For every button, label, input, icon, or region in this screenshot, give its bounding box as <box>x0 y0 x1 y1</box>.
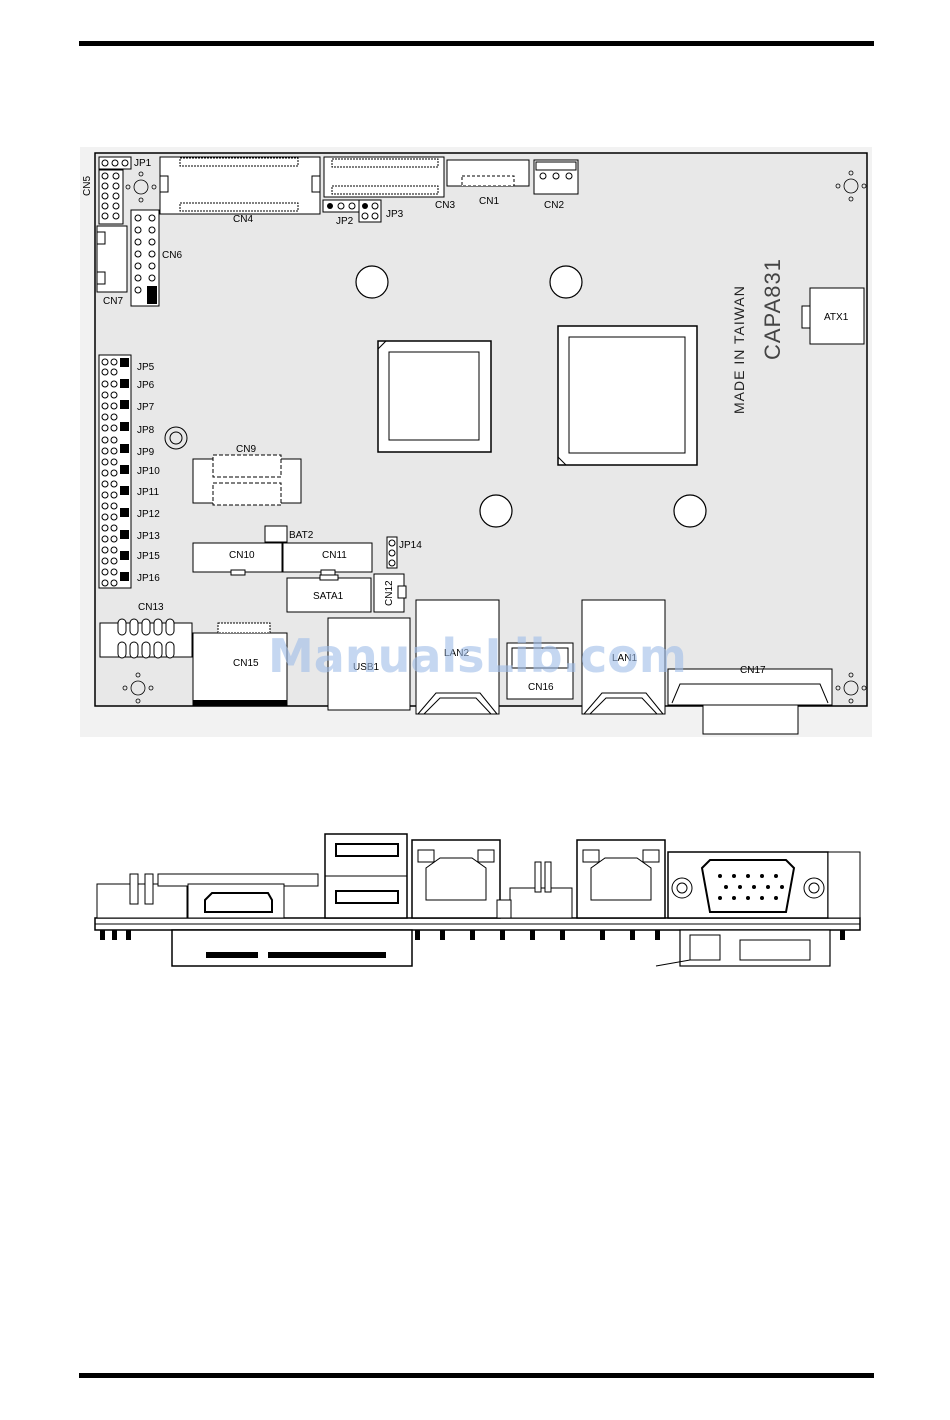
label-cn16: CN16 <box>528 682 554 693</box>
cn13-connector <box>100 619 192 658</box>
jp1-jumper <box>99 157 131 169</box>
label-cn3: CN3 <box>435 200 455 211</box>
made-in-label: MADE IN TAIWAN <box>731 285 747 414</box>
label-cn17: CN17 <box>740 665 766 676</box>
label-jp8: JP8 <box>137 425 155 436</box>
label-cn11: CN11 <box>322 550 347 561</box>
cn7-connector <box>97 226 127 292</box>
label-cn7: CN7 <box>103 296 123 307</box>
label-bat2: BAT2 <box>289 530 314 541</box>
label-jp14: JP14 <box>399 540 422 551</box>
label-jp7: JP7 <box>137 402 155 413</box>
label-cn13: CN13 <box>138 602 164 613</box>
watermark: ManualsLib.com <box>268 629 687 683</box>
cn6-connector <box>131 210 159 306</box>
cn3-connector <box>324 157 444 197</box>
label-jp11: JP11 <box>137 487 159 498</box>
jp14-jumper <box>387 537 397 568</box>
label-jp3: JP3 <box>386 209 404 220</box>
cn2-connector <box>534 160 578 194</box>
label-atx1: ATX1 <box>824 312 849 323</box>
jumper-column <box>99 355 131 588</box>
label-jp9: JP9 <box>137 447 155 458</box>
label-jp12: JP12 <box>137 509 160 520</box>
cn5-connector <box>99 170 123 224</box>
cn1-connector <box>447 160 529 186</box>
label-jp13: JP13 <box>137 531 160 542</box>
jp2-jumper <box>323 200 359 212</box>
cn4-connector <box>160 157 320 214</box>
label-jp2: JP2 <box>336 216 354 227</box>
label-jp16: JP16 <box>137 573 160 584</box>
label-cn4: CN4 <box>233 214 253 225</box>
board-model-label: CAPA831 <box>760 258 785 360</box>
label-jp10: JP10 <box>137 466 160 477</box>
label-cn12: CN12 <box>384 580 395 606</box>
label-sata1: SATA1 <box>313 591 344 602</box>
label-jp1: JP1 <box>134 158 152 169</box>
board-side-view <box>95 834 860 966</box>
label-cn9: CN9 <box>236 444 256 455</box>
label-cn5: CN5 <box>82 176 93 196</box>
bat2-connector <box>265 526 287 542</box>
label-jp6: JP6 <box>137 380 155 391</box>
chipset <box>378 341 491 452</box>
cn9-connector <box>193 455 301 505</box>
label-cn15: CN15 <box>233 658 259 669</box>
label-jp5: JP5 <box>137 362 155 373</box>
label-cn2: CN2 <box>544 200 564 211</box>
label-cn6: CN6 <box>162 250 182 261</box>
label-jp15: JP15 <box>137 551 160 562</box>
label-cn10: CN10 <box>229 550 255 561</box>
cpu <box>558 326 697 465</box>
jp3-jumper <box>359 200 381 222</box>
label-cn1: CN1 <box>479 196 499 207</box>
